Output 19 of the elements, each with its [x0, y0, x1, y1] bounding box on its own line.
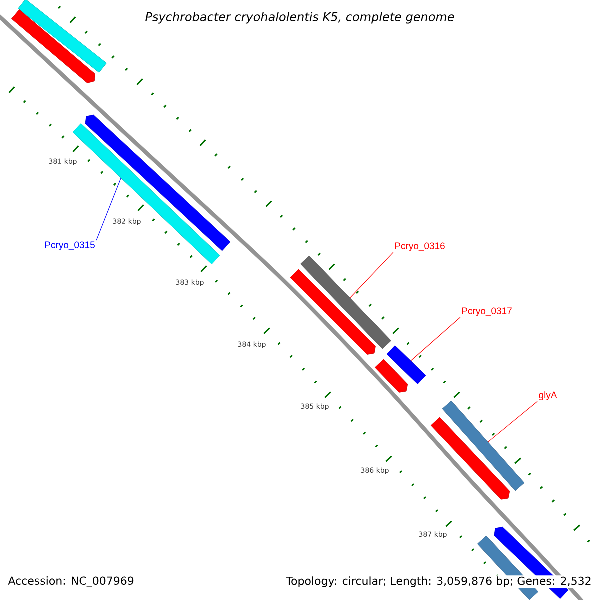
gene-label: glyA: [539, 392, 558, 400]
gene-bar: [300, 256, 392, 350]
gene-bar: [12, 10, 96, 84]
gene-bar: [442, 400, 525, 492]
gene-bar: [374, 359, 408, 393]
leader-line: [350, 252, 394, 298]
leader-line: [96, 178, 122, 241]
gene-bar: [430, 417, 510, 500]
gene-bar: [18, 0, 107, 73]
accession-text: Accession: NC_007969: [7, 576, 136, 588]
gene-label: Pcryo_0316: [395, 242, 445, 252]
gene-label: Pcryo_0315: [45, 242, 95, 250]
title: Psychrobacter cryohalolentis K5, complete genome: [146, 12, 454, 24]
gene-bar: [386, 346, 426, 384]
gene-label: Pcryo_0317: [462, 308, 512, 316]
leader-line: [488, 401, 538, 442]
genome-info-text: Topology: circular; Length: 3,059,876 bp; Genes: 2,532: [285, 576, 593, 588]
gene-bar: [290, 269, 376, 355]
leader-line: [410, 317, 461, 362]
